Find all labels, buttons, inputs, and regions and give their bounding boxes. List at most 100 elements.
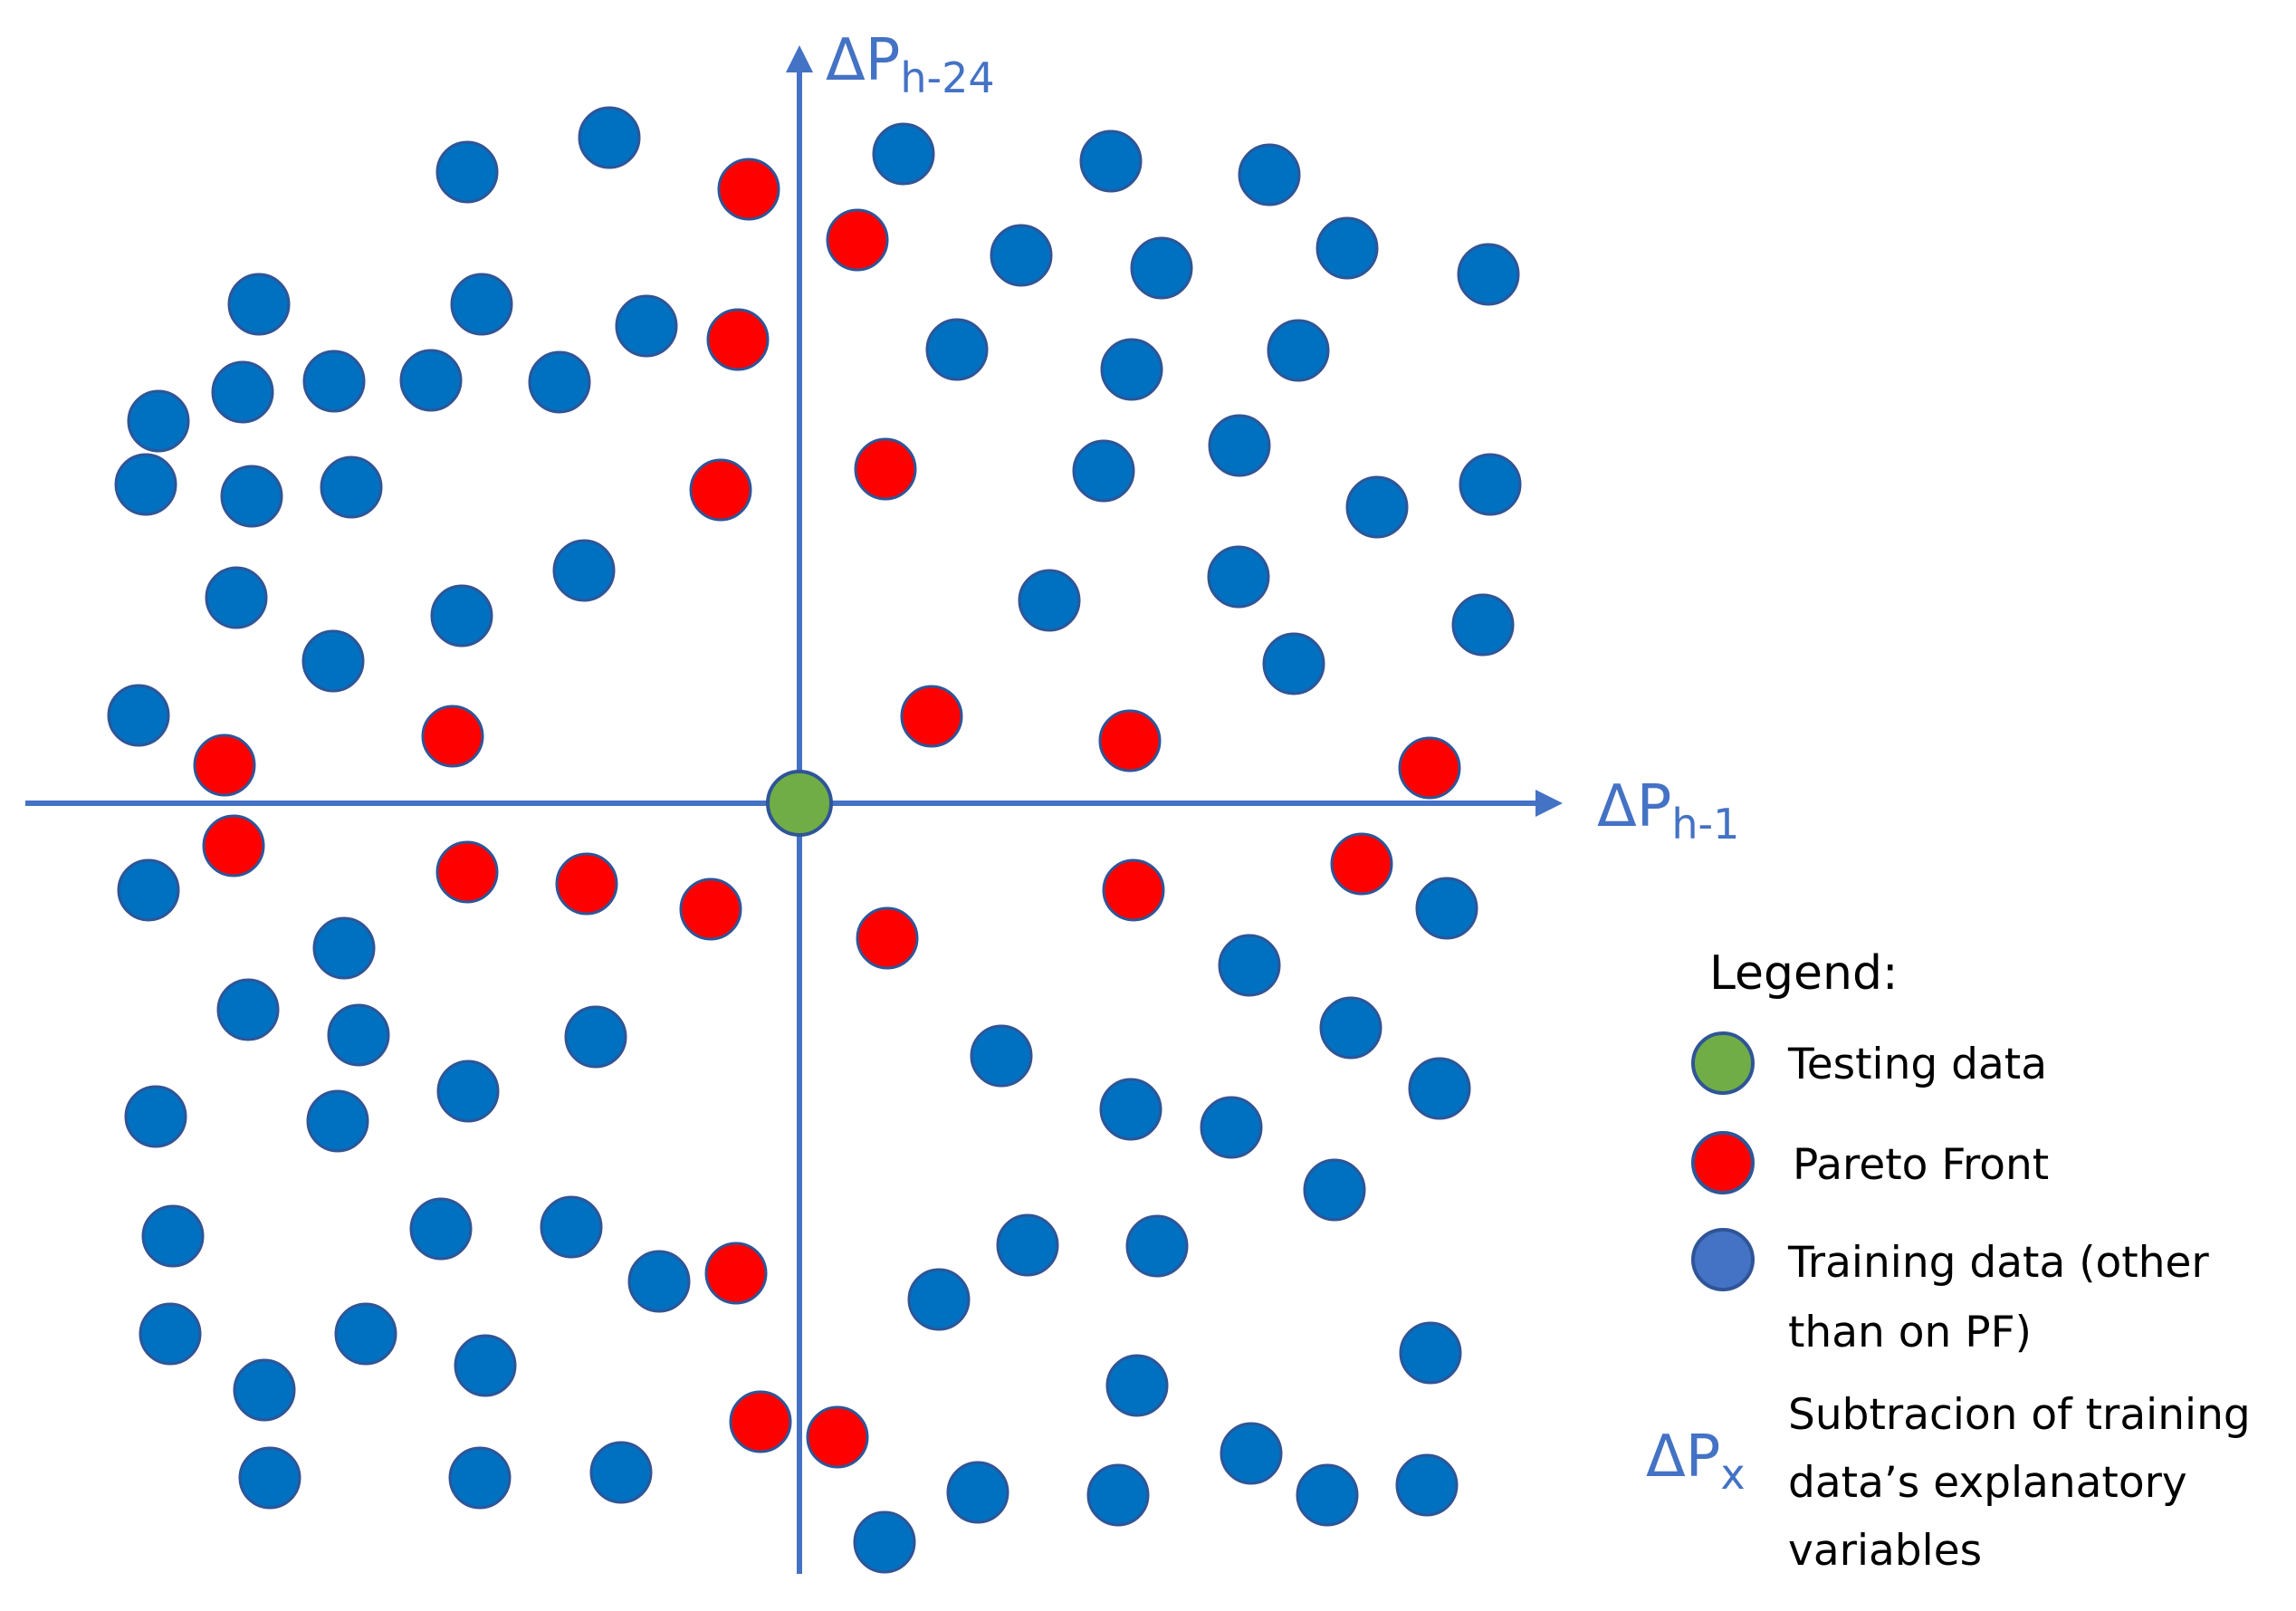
training-data-point [528, 350, 591, 414]
y-axis-label: ΔPh-24 [826, 27, 995, 102]
pareto-front-point [1098, 709, 1162, 772]
training-data-point [334, 1302, 397, 1366]
training-data-point [454, 1334, 517, 1397]
y-axis-label-subscript: h-24 [900, 53, 994, 102]
training-data-point [1415, 877, 1478, 940]
x-axis-arrowhead [1535, 790, 1563, 817]
training-data-point [1399, 1321, 1462, 1385]
legend-delta-subscript: x [1720, 1450, 1745, 1499]
training-data-point [1207, 545, 1270, 609]
legend-training-swatch [1691, 1228, 1755, 1291]
training-data-point [925, 318, 989, 381]
training-data-point [124, 1085, 187, 1148]
points-layer [107, 106, 1522, 1574]
training-data-point [107, 684, 170, 747]
training-data-point [946, 1461, 1009, 1524]
training-data-point [409, 1197, 473, 1261]
training-data-point [211, 360, 274, 424]
training-data-point [853, 1510, 916, 1574]
training-data-point [1105, 1354, 1169, 1417]
training-data-point [302, 350, 366, 413]
training-data-point [1262, 632, 1325, 695]
legend-pareto-label: Pareto Front [1793, 1140, 2049, 1190]
training-data-point [1395, 1453, 1459, 1517]
training-data-point [238, 1446, 301, 1510]
pareto-front-point [689, 458, 752, 522]
training-data-point [540, 1195, 603, 1259]
pareto-front-point [202, 814, 265, 877]
training-data-point [872, 122, 935, 186]
training-data-point [1072, 439, 1135, 503]
legend-testing-label: Testing data [1787, 1040, 2047, 1089]
legend: Legend: Testing data Pareto Front Traini… [1646, 946, 2264, 1576]
training-data-point [205, 566, 268, 629]
pareto-front-point [729, 1390, 792, 1453]
training-data-point [448, 1446, 512, 1510]
pareto-front-point [854, 437, 917, 501]
training-data-point [450, 273, 513, 336]
pareto-front-point [1102, 858, 1165, 922]
training-data-point [216, 978, 280, 1041]
training-data-point [1459, 453, 1522, 516]
training-data-point [1079, 129, 1143, 193]
training-data-point [1296, 1463, 1359, 1527]
training-data-point [220, 465, 283, 528]
pareto-front-point [806, 1405, 869, 1469]
x-axis-label: ΔPh-1 [1597, 773, 1739, 849]
training-data-point [327, 1003, 390, 1067]
training-data-point [552, 539, 616, 602]
legend-testing-swatch [1691, 1031, 1755, 1095]
training-data-point [141, 1204, 205, 1268]
training-data-point [1018, 569, 1081, 632]
y-axis-arrowhead [786, 45, 813, 72]
legend-title: Legend: [1709, 946, 1899, 1001]
training-data-point [1130, 236, 1193, 300]
pareto-front-point [435, 840, 499, 904]
pareto-front-point [421, 705, 484, 768]
pareto-front-point [193, 734, 256, 797]
training-data-point [1408, 1057, 1471, 1120]
training-data-point [1218, 934, 1281, 997]
training-data-point [114, 453, 177, 516]
training-data-point [1457, 243, 1520, 306]
training-data-point [139, 1302, 202, 1366]
training-data-point [1208, 414, 1271, 477]
legend-training-label: Training data (other than on PF) [1787, 1238, 2223, 1357]
training-data-point [301, 629, 365, 693]
x-axis-label-subscript: h-1 [1671, 800, 1739, 849]
training-data-point [1315, 216, 1379, 280]
pareto-front-point [704, 1242, 768, 1305]
pareto-front-point [1398, 736, 1461, 800]
pareto-front-point [856, 906, 919, 970]
training-data-point [1238, 143, 1301, 206]
training-data-point [1451, 593, 1515, 657]
training-data-point [578, 106, 641, 169]
training-data-point [127, 389, 190, 453]
testing-data-point [766, 770, 833, 837]
training-data-point [589, 1441, 653, 1504]
training-data-point [320, 455, 383, 519]
training-data-point [399, 349, 463, 412]
pareto-front-point [717, 158, 780, 221]
training-data-point [564, 1005, 627, 1069]
training-data-point [227, 273, 291, 336]
training-data-point [1220, 1422, 1283, 1485]
training-data-point [430, 584, 493, 647]
legend-delta-description: Subtracion of training data’s explanator… [1788, 1390, 2264, 1576]
training-data-point [1303, 1158, 1366, 1222]
pareto-front-point [900, 685, 963, 748]
training-data-point [1099, 1078, 1162, 1141]
training-data-point [615, 294, 678, 358]
training-data-point [233, 1358, 296, 1422]
training-data-point [996, 1213, 1059, 1277]
training-data-point [1345, 475, 1409, 539]
training-data-point [1086, 1463, 1150, 1527]
training-data-point [990, 224, 1053, 287]
legend-delta-symbol: ΔPx [1646, 1424, 1746, 1499]
training-data-point [1100, 338, 1163, 401]
training-data-point [1125, 1214, 1189, 1278]
training-data-point [1319, 996, 1382, 1060]
legend-pareto-swatch [1691, 1131, 1755, 1194]
training-data-point [1267, 319, 1330, 382]
